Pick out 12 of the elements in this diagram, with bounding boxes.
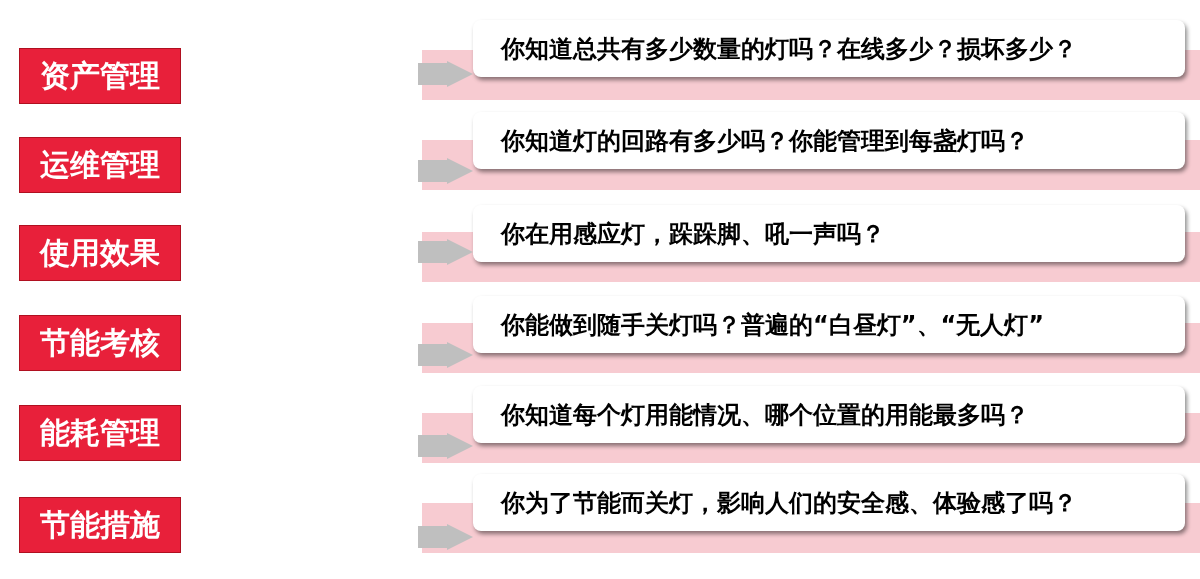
category-box: 节能考核 (19, 315, 181, 371)
question-box: 你在用感应灯，跺跺脚、吼一声吗？ (473, 205, 1185, 262)
category-box: 使用效果 (19, 225, 181, 281)
category-box: 能耗管理 (19, 405, 181, 461)
question-box: 你知道灯的回路有多少吗？你能管理到每盏灯吗？ (473, 112, 1185, 169)
question-box: 你能做到随手关灯吗？普遍的“白昼灯”、“无人灯” (473, 296, 1185, 353)
category-box: 资产管理 (19, 48, 181, 104)
category-box: 运维管理 (19, 137, 181, 193)
question-box: 你知道总共有多少数量的灯吗？在线多少？损坏多少？ (473, 20, 1185, 77)
question-box: 你知道每个灯用能情况、哪个位置的用能最多吗？ (473, 386, 1185, 443)
question-box: 你为了节能而关灯，影响人们的安全感、体验感了吗？ (473, 474, 1185, 531)
category-box: 节能措施 (19, 497, 181, 553)
